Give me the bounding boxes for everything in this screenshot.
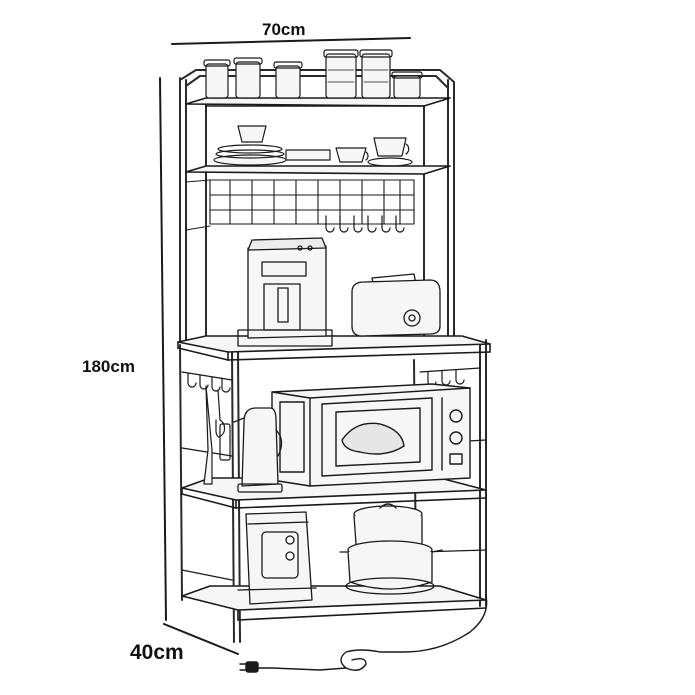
- top-shelf: [185, 97, 451, 107]
- worktop-shelf: [177, 335, 491, 361]
- second-shelf: [185, 165, 451, 175]
- depth-dimension-label: 40cm: [130, 641, 184, 664]
- toaster-icon: [351, 273, 441, 337]
- bottom-shelf: [181, 585, 487, 621]
- hanging-utensils: [203, 385, 231, 485]
- power-plug-icon: [239, 595, 488, 673]
- wire-panel: [185, 179, 415, 231]
- kettle-icon: [233, 407, 283, 493]
- coffee-machine-icon: [237, 237, 333, 347]
- microwave-icon: [271, 383, 471, 487]
- storage-jar-icon: [203, 49, 423, 99]
- height-dimension-line: [159, 77, 167, 621]
- depth-dimension-line: [163, 623, 239, 655]
- upper-hooks: [325, 215, 405, 233]
- height-dimension-label: 180cm: [82, 357, 135, 376]
- tableware: [213, 125, 413, 167]
- cooking-pot-icon: [339, 503, 443, 595]
- width-dimension-line: [171, 37, 411, 45]
- air-fryer-icon: [237, 511, 317, 605]
- lower-hooks-left: [181, 371, 233, 393]
- lower-hooks-right: [419, 367, 481, 387]
- width-dimension-label: 70cm: [262, 20, 306, 39]
